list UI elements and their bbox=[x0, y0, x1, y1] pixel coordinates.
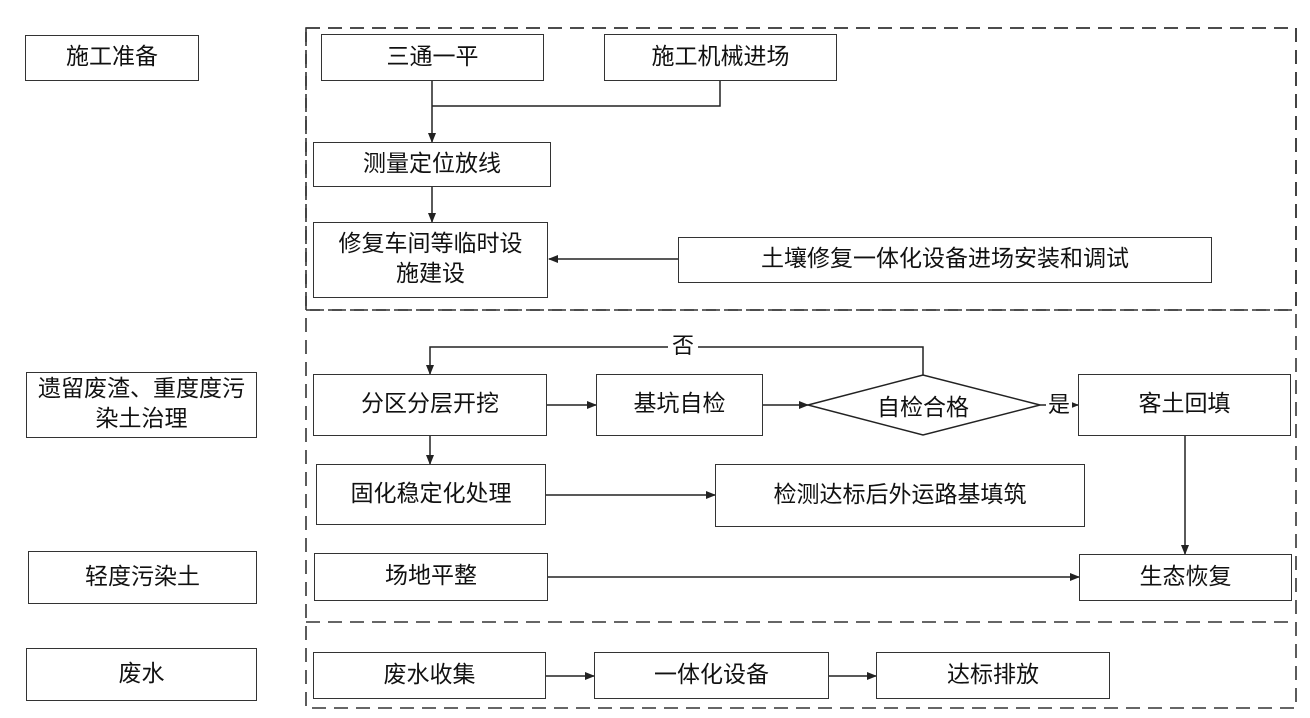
stage-light-soil: 轻度污染土 bbox=[28, 551, 257, 604]
step-excavate-label: 分区分层开挖 bbox=[361, 391, 499, 418]
stage-light-label: 轻度污染土 bbox=[85, 563, 200, 590]
step-temp-facility-label: 修复车间等临时设施建设 bbox=[338, 231, 523, 287]
step-survey-label: 测量定位放线 bbox=[363, 150, 501, 177]
step-leveling: 场地平整 bbox=[314, 553, 548, 601]
decision-diamond bbox=[805, 374, 1041, 436]
step-machinery-label: 施工机械进场 bbox=[651, 43, 790, 70]
stage-water-label: 废水 bbox=[118, 660, 165, 687]
label-no: 否 bbox=[668, 336, 699, 358]
step-solidify: 固化稳定化处理 bbox=[316, 464, 546, 525]
stage-residue: 遗留废渣、重度度污染土治理 bbox=[26, 372, 257, 438]
step-water-collect-label: 废水收集 bbox=[383, 661, 476, 688]
step-transport-label: 检测达标后外运路基填筑 bbox=[773, 481, 1027, 508]
label-yes: 是 bbox=[1046, 393, 1073, 418]
step-survey: 测量定位放线 bbox=[313, 142, 551, 187]
step-eco-restore-label: 生态恢复 bbox=[1139, 563, 1232, 590]
stage-wastewater: 废水 bbox=[26, 648, 257, 701]
step-backfill-label: 客土回填 bbox=[1138, 391, 1231, 418]
stage-prep: 施工准备 bbox=[25, 35, 199, 81]
step-backfill: 客土回填 bbox=[1078, 374, 1291, 436]
step-temp-facility: 修复车间等临时设施建设 bbox=[313, 222, 548, 298]
step-pit-check-label: 基坑自检 bbox=[633, 391, 726, 418]
line-machinery-merge bbox=[432, 81, 721, 107]
section-frames bbox=[305, 27, 1297, 709]
step-water-collect: 废水收集 bbox=[313, 652, 546, 699]
step-machinery: 施工机械进场 bbox=[604, 34, 837, 81]
step-integrated-equipment-label: 一体化设备 bbox=[654, 661, 769, 688]
step-equipment-install-label: 土壤修复一体化设备进场安装和调试 bbox=[761, 246, 1129, 273]
step-pit-check: 基坑自检 bbox=[596, 374, 763, 436]
decision-label: 自检合格 bbox=[877, 395, 969, 421]
step-leveling-label: 场地平整 bbox=[385, 563, 477, 590]
step-solidify-label: 固化稳定化处理 bbox=[350, 480, 512, 507]
step-eco-restore: 生态恢复 bbox=[1079, 554, 1292, 601]
outer-frame bbox=[305, 27, 1297, 709]
step-discharge-label: 达标排放 bbox=[947, 661, 1039, 688]
stage-prep-label: 施工准备 bbox=[66, 44, 158, 71]
step-transport: 检测达标后外运路基填筑 bbox=[715, 464, 1085, 527]
step-santong: 三通一平 bbox=[321, 34, 544, 81]
stage-residue-label: 遗留废渣、重度度污染土治理 bbox=[38, 376, 245, 432]
step-equipment-install: 土壤修复一体化设备进场安装和调试 bbox=[678, 237, 1212, 283]
step-integrated-equipment: 一体化设备 bbox=[594, 652, 829, 699]
step-discharge: 达标排放 bbox=[876, 652, 1110, 699]
step-santong-label: 三通一平 bbox=[386, 43, 479, 70]
step-excavate: 分区分层开挖 bbox=[313, 374, 547, 436]
